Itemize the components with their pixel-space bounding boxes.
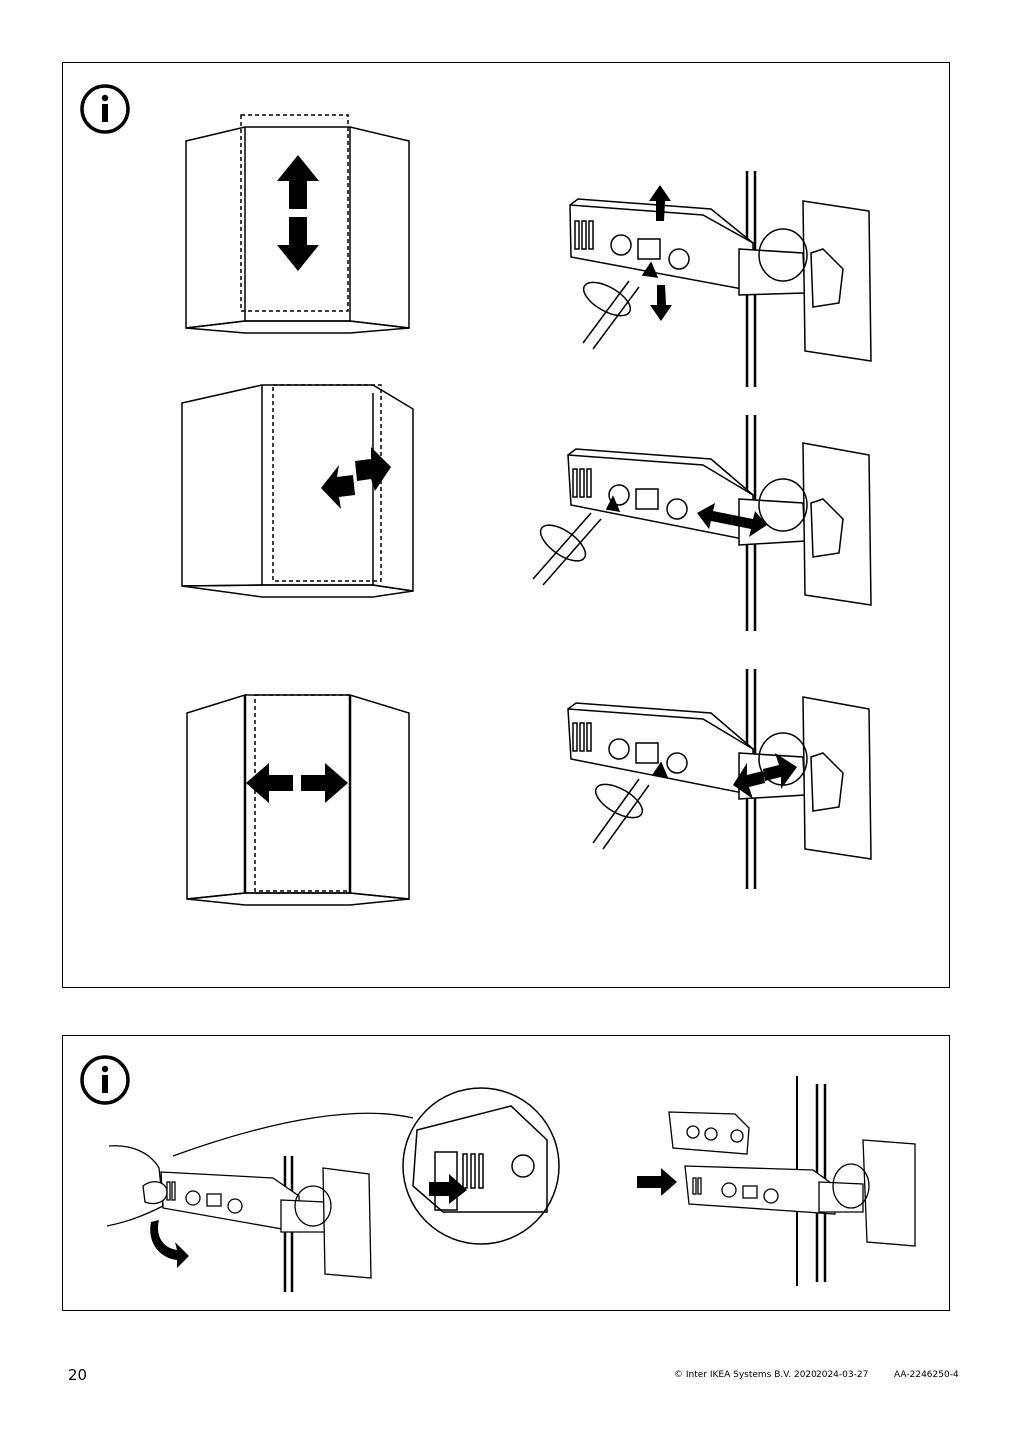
- cabinet-depth-adjust: [181, 384, 414, 598]
- hinge-side-adjust: [567, 669, 872, 889]
- magnified-release-clip: [402, 1087, 560, 1245]
- arrow-left-right-icon: [733, 753, 797, 799]
- arrow-in-out-icon: [697, 503, 767, 537]
- adjustment-panel: [62, 62, 950, 988]
- hinge-height-adjust: [569, 171, 872, 387]
- hinge-removal-panel: [62, 1035, 950, 1311]
- hinge-removal-illustrations: [106, 1076, 916, 1292]
- document-date: 2024-03-27: [816, 1370, 869, 1380]
- arrow-in-out-icon: [321, 447, 391, 509]
- adjustment-illustrations: [181, 114, 872, 906]
- hand-release-hinge: [106, 1112, 414, 1292]
- arrow-left-right-icon: [246, 763, 348, 803]
- arrow-right-icon: [637, 1168, 677, 1196]
- arrow-up-down-icon: [277, 155, 319, 271]
- information-icon: [80, 1055, 130, 1105]
- cabinet-side-adjust: [186, 694, 410, 906]
- curved-arrow-icon: [150, 1220, 189, 1268]
- information-icon: [80, 84, 130, 134]
- hinge-depth-adjust: [532, 415, 872, 631]
- copyright-notice: © Inter IKEA Systems B.V. 2020: [674, 1370, 817, 1380]
- document-id: AA-2246250-4: [894, 1370, 959, 1380]
- page-number: 20: [68, 1366, 88, 1384]
- arrow-right-icon: [429, 1174, 467, 1204]
- hinge-reattach: [668, 1076, 916, 1286]
- arrow-up-down-icon: [649, 185, 672, 321]
